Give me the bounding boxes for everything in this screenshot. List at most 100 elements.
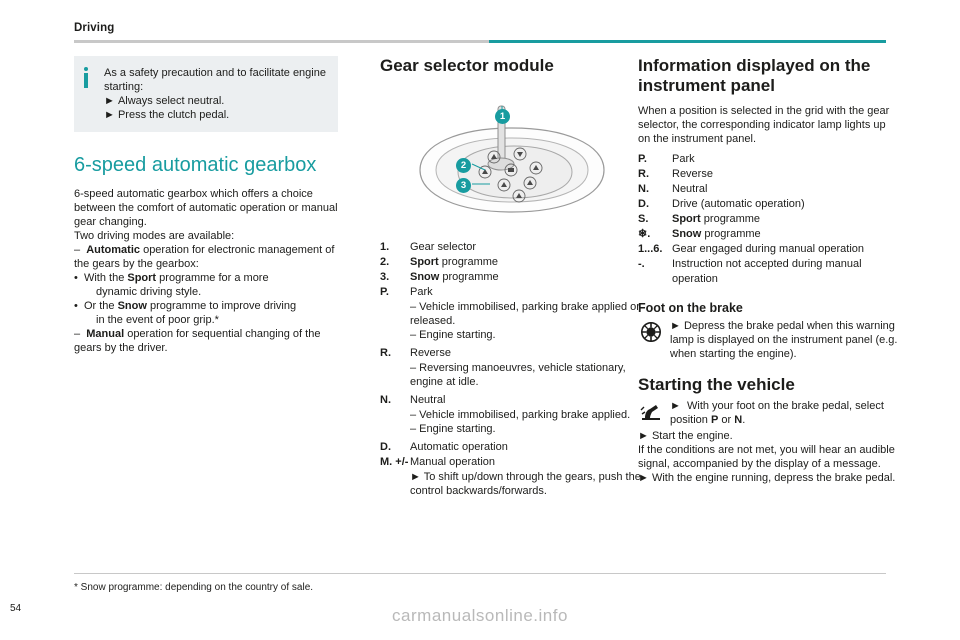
- instrument-panel-table: P. Park R. Reverse N. Neutral D. Drive (…: [638, 152, 900, 287]
- footnote-text: * Snow programme: depending on the count…: [74, 582, 314, 593]
- legend-subitem: ► To shift up/down through the gears, pu…: [410, 471, 641, 497]
- table-row: N. Neutral: [638, 182, 900, 197]
- start-vehicle-line-2: ► Start the engine.: [638, 430, 733, 442]
- legend-item: D. Automatic operation: [380, 440, 644, 454]
- legend-key: D.: [380, 441, 391, 453]
- gearbox-mode-manual: – Manual operation for sequential changi…: [74, 328, 321, 354]
- gear-selector-legend: 1. Gear selector 2. Sport programme 3. S…: [380, 240, 644, 498]
- legend-value: Reverse: [410, 347, 451, 359]
- safety-note-text: As a safety precaution and to facilitate…: [104, 67, 326, 93]
- section-heading-automatic-gearbox: 6-speed automatic gearbox: [74, 154, 317, 176]
- callout-3: 3: [456, 178, 471, 193]
- legend-item: 2. Sport programme: [380, 255, 644, 269]
- table-row: ❄. Snow programme: [638, 227, 900, 242]
- legend-key: 3.: [380, 271, 390, 283]
- page-header-title: Driving: [74, 22, 115, 34]
- start-vehicle-line-4: ► With the engine running, depress the b…: [638, 472, 896, 484]
- brake-warning-icon: [638, 321, 664, 343]
- legend-item: 3. Snow programme: [380, 270, 644, 284]
- legend-value: Automatic operation: [410, 441, 508, 453]
- gear-selector-diagram: [419, 105, 605, 213]
- row-value: Park: [672, 153, 695, 165]
- page-number: 54: [10, 603, 22, 614]
- safety-note-bullet-1: ► Always select neutral.: [104, 94, 328, 108]
- safety-note-box: As a safety precaution and to facilitate…: [74, 56, 338, 132]
- start-vehicle-line-3: If the conditions are not met, you will …: [638, 444, 895, 470]
- legend-subitem: – Vehicle immobilised, parking brake app…: [410, 301, 640, 327]
- row-key: R.: [638, 168, 649, 180]
- legend-item: P. Park: [380, 285, 644, 299]
- legend-subitem: – Reversing manoeuvres, vehicle stationa…: [410, 362, 626, 388]
- legend-key: R.: [380, 347, 391, 359]
- legend-key: 1.: [380, 241, 390, 253]
- safety-note-bullet-2: ► Press the clutch pedal.: [104, 108, 328, 122]
- legend-value: Gear selector: [410, 241, 477, 253]
- start-vehicle-block: ► With your foot on the brake pedal, sel…: [638, 399, 900, 429]
- callout-2: 2: [456, 158, 471, 173]
- legend-value: Manual operation: [410, 456, 496, 468]
- row-key: P.: [638, 153, 647, 165]
- subheading-starting-vehicle: Starting the vehicle: [638, 375, 795, 394]
- arrow-icon: ►: [104, 95, 118, 107]
- table-row: R. Reverse: [638, 167, 900, 182]
- legend-subitem: – Vehicle immobilised, parking brake app…: [410, 409, 631, 421]
- legend-key: M. +/-: [380, 456, 409, 468]
- gearbox-mode-snow: • Or the Snow programme to improve drivi…: [74, 300, 297, 326]
- info-icon: [84, 67, 89, 89]
- row-key-snow-icon: ❄.: [638, 228, 651, 240]
- callout-1: 1: [495, 109, 510, 124]
- column-right: Information displayed on the instrument …: [638, 56, 900, 485]
- legend-value: Sport programme: [410, 256, 499, 268]
- legend-subitem: – Engine starting.: [410, 329, 496, 341]
- header-rule: [74, 40, 886, 43]
- legend-item: 1. Gear selector: [380, 240, 644, 254]
- legend-value: Snow programme: [410, 271, 499, 283]
- table-row: 1...6. Gear engaged during manual operat…: [638, 242, 900, 257]
- row-key: N.: [638, 183, 649, 195]
- column-middle: Gear selector module: [380, 56, 644, 498]
- legend-key: P.: [380, 286, 389, 298]
- gearbox-modes-intro: Two driving modes are available:: [74, 230, 235, 242]
- table-row: D. Drive (automatic operation): [638, 197, 900, 212]
- section-heading-instrument-panel: Information displayed on the instrument …: [638, 56, 871, 95]
- table-row: -. Instruction not accepted during manua…: [638, 257, 900, 287]
- legend-key: 2.: [380, 256, 390, 268]
- legend-item: R. Reverse: [380, 346, 644, 360]
- legend-item: N. Neutral: [380, 393, 644, 407]
- footer-rule: [74, 573, 886, 574]
- legend-key: N.: [380, 394, 391, 406]
- row-key: S.: [638, 213, 649, 225]
- start-vehicle-text: ► With your foot on the brake pedal, sel…: [670, 400, 884, 426]
- legend-item: M. +/- Manual operation: [380, 455, 644, 469]
- row-value: Sport programme: [672, 213, 761, 225]
- brake-warning-text: ► Depress the brake pedal when this warn…: [670, 320, 898, 360]
- row-value: Gear engaged during manual operation: [672, 243, 865, 255]
- legend-value: Neutral: [410, 394, 446, 406]
- section-heading-gear-selector-module: Gear selector module: [380, 56, 554, 75]
- table-row: S. Sport programme: [638, 212, 900, 227]
- gearbox-mode-automatic: – Automatic operation for electronic man…: [74, 244, 335, 270]
- safety-note-bullet-1-text: Always select neutral.: [117, 95, 225, 107]
- header-rule-accent: [489, 40, 886, 43]
- row-value: Snow programme: [672, 228, 761, 240]
- row-value: Neutral: [672, 183, 708, 195]
- safety-note-bullet-2-text: Press the clutch pedal.: [117, 109, 230, 121]
- watermark: carmanualsonline.info: [392, 606, 568, 625]
- row-value: Reverse: [672, 168, 713, 180]
- gearbox-intro-text: 6-speed automatic gearbox which offers a…: [74, 188, 338, 228]
- subheading-foot-on-brake: Foot on the brake: [638, 301, 743, 315]
- legend-value: Park: [410, 286, 433, 298]
- brake-warning-block: ► Depress the brake pedal when this warn…: [638, 319, 900, 361]
- table-row: P. Park: [638, 152, 900, 167]
- column-left: As a safety precaution and to facilitate…: [74, 56, 338, 355]
- row-value: Drive (automatic operation): [672, 198, 805, 210]
- foot-on-brake-icon: [638, 401, 664, 423]
- arrow-icon: ►: [104, 109, 118, 121]
- row-value: Instruction not accepted during manual o…: [672, 258, 862, 285]
- gear-selector-illustration: 1 2 3: [380, 84, 644, 234]
- row-key: -.: [638, 258, 645, 270]
- legend-subitem: – Engine starting.: [410, 423, 496, 435]
- row-key: D.: [638, 198, 649, 210]
